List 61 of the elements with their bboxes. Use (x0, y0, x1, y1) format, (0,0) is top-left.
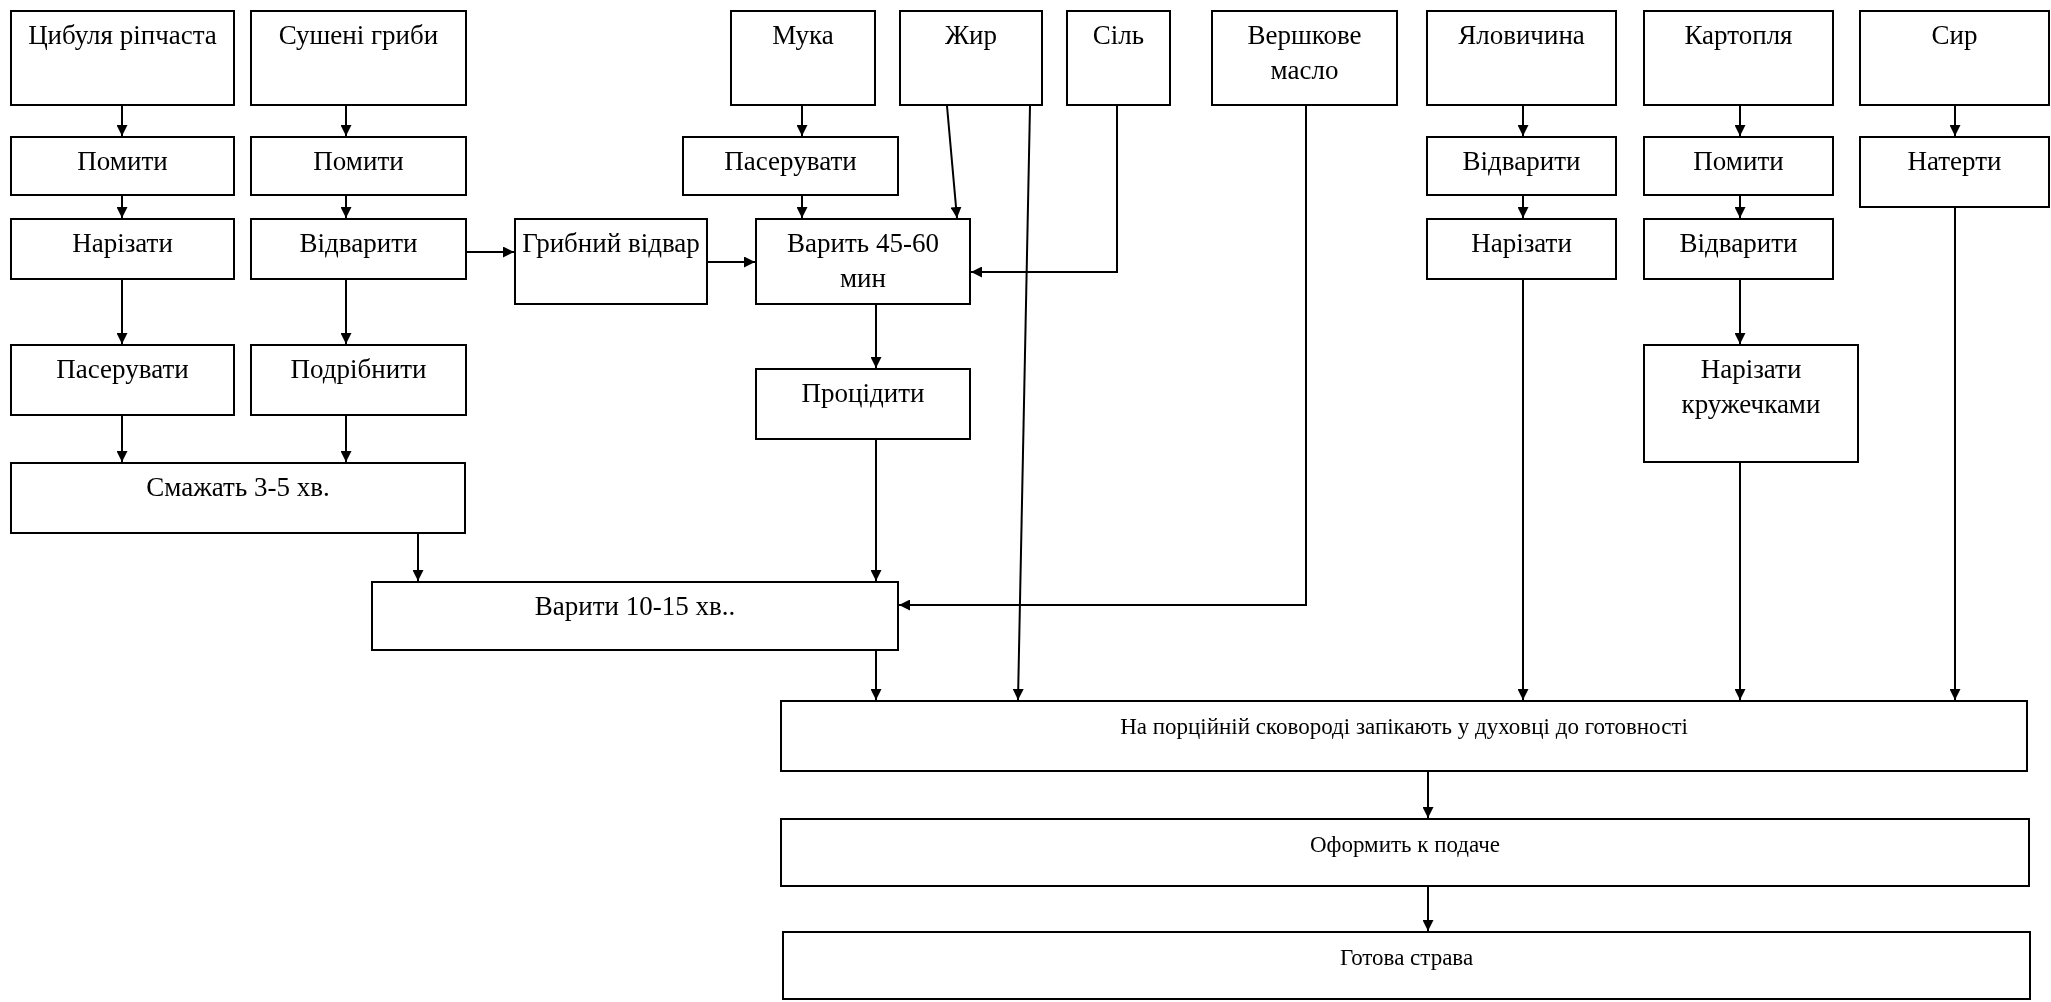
process-box: Грибний відвар (514, 218, 708, 305)
arrow (1734, 279, 1746, 345)
arrow (870, 304, 882, 369)
process-box: Натерти (1859, 136, 2050, 208)
process-box: Сіль (1066, 10, 1171, 106)
arrow (796, 195, 808, 219)
arrow (116, 195, 128, 219)
arrow (946, 105, 962, 219)
arrow (1517, 105, 1529, 137)
arrow (466, 246, 515, 258)
process-box: Яловичина (1426, 10, 1617, 106)
arrow (340, 279, 352, 345)
arrow (1517, 279, 1529, 701)
arrow (340, 195, 352, 219)
process-box: Варити 10-15 хв.. (371, 581, 899, 651)
process-box: Жир (899, 10, 1043, 106)
process-box: На порційній сковороді запікають у духовці до готовності (780, 700, 2028, 772)
arrow (1949, 207, 1961, 701)
process-box: Нарізати (1426, 218, 1617, 280)
arrow (1012, 105, 1031, 701)
arrow (412, 533, 424, 582)
process-box: Цибуля ріпчаста (10, 10, 235, 106)
arrow (796, 105, 808, 137)
arrow (870, 650, 882, 701)
process-box: Нарізати (10, 218, 235, 280)
process-box: Відварити (1643, 218, 1834, 280)
process-box: Відварити (1426, 136, 1617, 196)
arrow (1422, 886, 1434, 932)
arrow (1422, 771, 1434, 819)
process-box: Помити (10, 136, 235, 196)
process-box: Помити (250, 136, 467, 196)
arrow (707, 256, 756, 268)
process-box: Відварити (250, 218, 467, 280)
process-box: Подрібнити (250, 344, 467, 416)
process-box: Варить 45-60 мин (755, 218, 971, 305)
arrow (870, 439, 882, 582)
process-box: Пасерувати (10, 344, 235, 416)
process-box: Вершкове масло (1211, 10, 1398, 106)
process-box: Картопля (1643, 10, 1834, 106)
arrow (340, 415, 352, 463)
arrow (1734, 195, 1746, 219)
process-box: Оформить к подаче (780, 818, 2030, 887)
process-box: Нарізати кружечками (1643, 344, 1859, 463)
process-box: Процідити (755, 368, 971, 440)
process-box: Сир (1859, 10, 2050, 106)
arrow (1517, 195, 1529, 219)
process-box: Смажать 3-5 хв. (10, 462, 466, 534)
arrow (1734, 462, 1746, 701)
arrow (1734, 105, 1746, 137)
process-box: Помити (1643, 136, 1834, 196)
arrow (898, 105, 1307, 611)
process-box: Пасерувати (682, 136, 899, 196)
arrow (970, 105, 1118, 278)
process-box: Сушені гриби (250, 10, 467, 106)
process-box: Готова страва (782, 931, 2031, 1000)
arrow (116, 415, 128, 463)
process-box: Мука (730, 10, 876, 106)
arrow (340, 105, 352, 137)
arrow (116, 105, 128, 137)
arrow (116, 279, 128, 345)
arrow (1949, 105, 1961, 137)
